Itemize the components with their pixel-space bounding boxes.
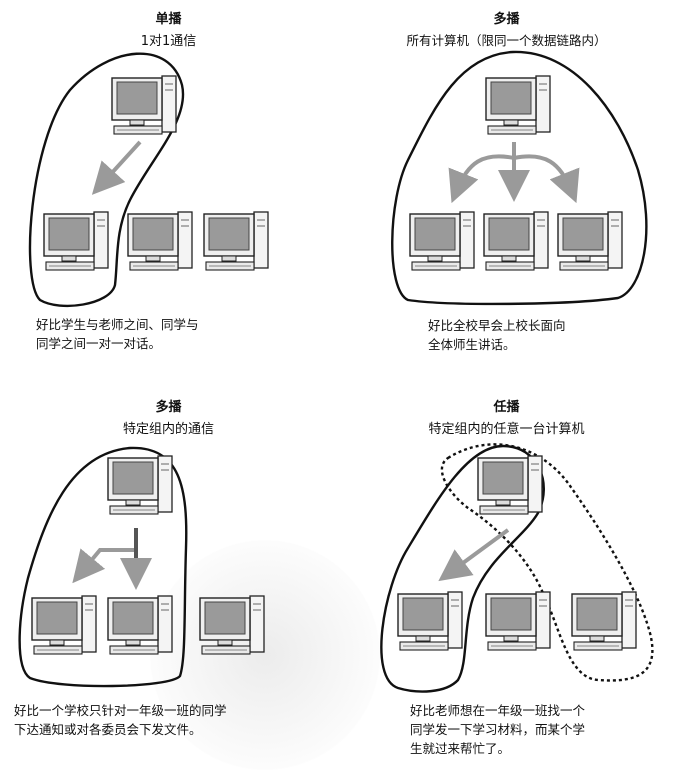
receiver-computer bbox=[43, 211, 109, 271]
receiver-computer bbox=[31, 595, 97, 655]
unicast-diagram bbox=[28, 52, 269, 308]
panel-broadcast: 多播 所有计算机（限同一个数据链路内） 好比全校早会上校长面向 全体师生讲话。 bbox=[338, 0, 675, 388]
receiver-computer bbox=[483, 211, 549, 271]
computer bbox=[485, 591, 551, 651]
caption-line: 同学之间一对一对话。 bbox=[36, 336, 162, 351]
receiver-computer bbox=[397, 591, 463, 651]
panel-title: 单播 bbox=[155, 12, 182, 27]
caption-line: 好比一个学校只针对一年级一班的同学 bbox=[14, 703, 227, 718]
arrow bbox=[438, 528, 510, 582]
computer bbox=[203, 211, 269, 271]
multicast-diagram bbox=[18, 446, 265, 688]
panel-subtitle: 所有计算机（限同一个数据链路内） bbox=[406, 33, 607, 48]
caption-line: 好比全校早会上校长面向 bbox=[428, 318, 566, 333]
panel-caption: 好比全校早会上校长面向 全体师生讲话。 bbox=[428, 316, 566, 354]
receiver-computer bbox=[557, 211, 623, 271]
caption-line: 全体师生讲话。 bbox=[428, 337, 516, 352]
caption-line: 好比老师想在一年级一班找一个 bbox=[410, 703, 586, 718]
group-outline bbox=[28, 52, 185, 308]
panel-caption: 好比一个学校只针对一年级一班的同学 下达通知或对各委员会下发文件。 bbox=[14, 701, 227, 739]
background-watermark bbox=[150, 540, 380, 770]
receiver-computer bbox=[409, 211, 475, 271]
sender-computer bbox=[107, 455, 173, 515]
panel-title: 多播 bbox=[155, 400, 182, 415]
panel-subtitle: 1对1通信 bbox=[140, 34, 197, 49]
panel-title: 多播 bbox=[493, 12, 520, 27]
broadcast-diagram bbox=[391, 50, 648, 306]
sender-computer bbox=[111, 75, 177, 135]
panel-multicast: 多播 特定组内的通信 好比一个学校只针对一年级一班的同学 下达通知或对各委员会下… bbox=[0, 388, 337, 776]
caption-line: 同学发一下学习材料，而某个学 bbox=[410, 722, 586, 737]
panel-caption: 好比老师想在一年级一班找一个 同学发一下学习材料，而某个学 生就过来帮忙了。 bbox=[410, 701, 585, 758]
arrow bbox=[448, 142, 580, 204]
panel-title: 任播 bbox=[493, 400, 520, 415]
arrow bbox=[91, 140, 142, 195]
caption-line: 好比学生与老师之间、同学与 bbox=[36, 317, 199, 332]
computer bbox=[571, 591, 637, 651]
computer bbox=[199, 595, 265, 655]
caption-line: 生就过来帮忙了。 bbox=[410, 741, 511, 756]
group-outline bbox=[391, 50, 648, 306]
panel-subtitle: 特定组内的任意一台计算机 bbox=[428, 422, 585, 437]
panel-unicast: 单播 1对1通信 好比学生与老师之间、同学与 同学之间一对一对话。 bbox=[0, 0, 337, 388]
group-outline bbox=[18, 446, 188, 688]
sender-computer bbox=[485, 75, 551, 135]
arrow bbox=[72, 528, 152, 590]
panel-subtitle: 特定组内的通信 bbox=[122, 422, 214, 437]
receiver-computer bbox=[107, 595, 173, 655]
computer bbox=[127, 211, 193, 271]
panel-anycast: 任播 特定组内的任意一台计算机 好比老师想在一年级一班找一个 同学发一下学习材料… bbox=[338, 388, 675, 776]
group-outline bbox=[380, 444, 545, 693]
sender-computer bbox=[477, 455, 543, 515]
anycast-group-outline bbox=[440, 443, 654, 682]
panel-caption: 好比学生与老师之间、同学与 同学之间一对一对话。 bbox=[36, 315, 199, 353]
anycast-diagram bbox=[380, 443, 654, 693]
caption-line: 下达通知或对各委员会下发文件。 bbox=[14, 722, 202, 737]
